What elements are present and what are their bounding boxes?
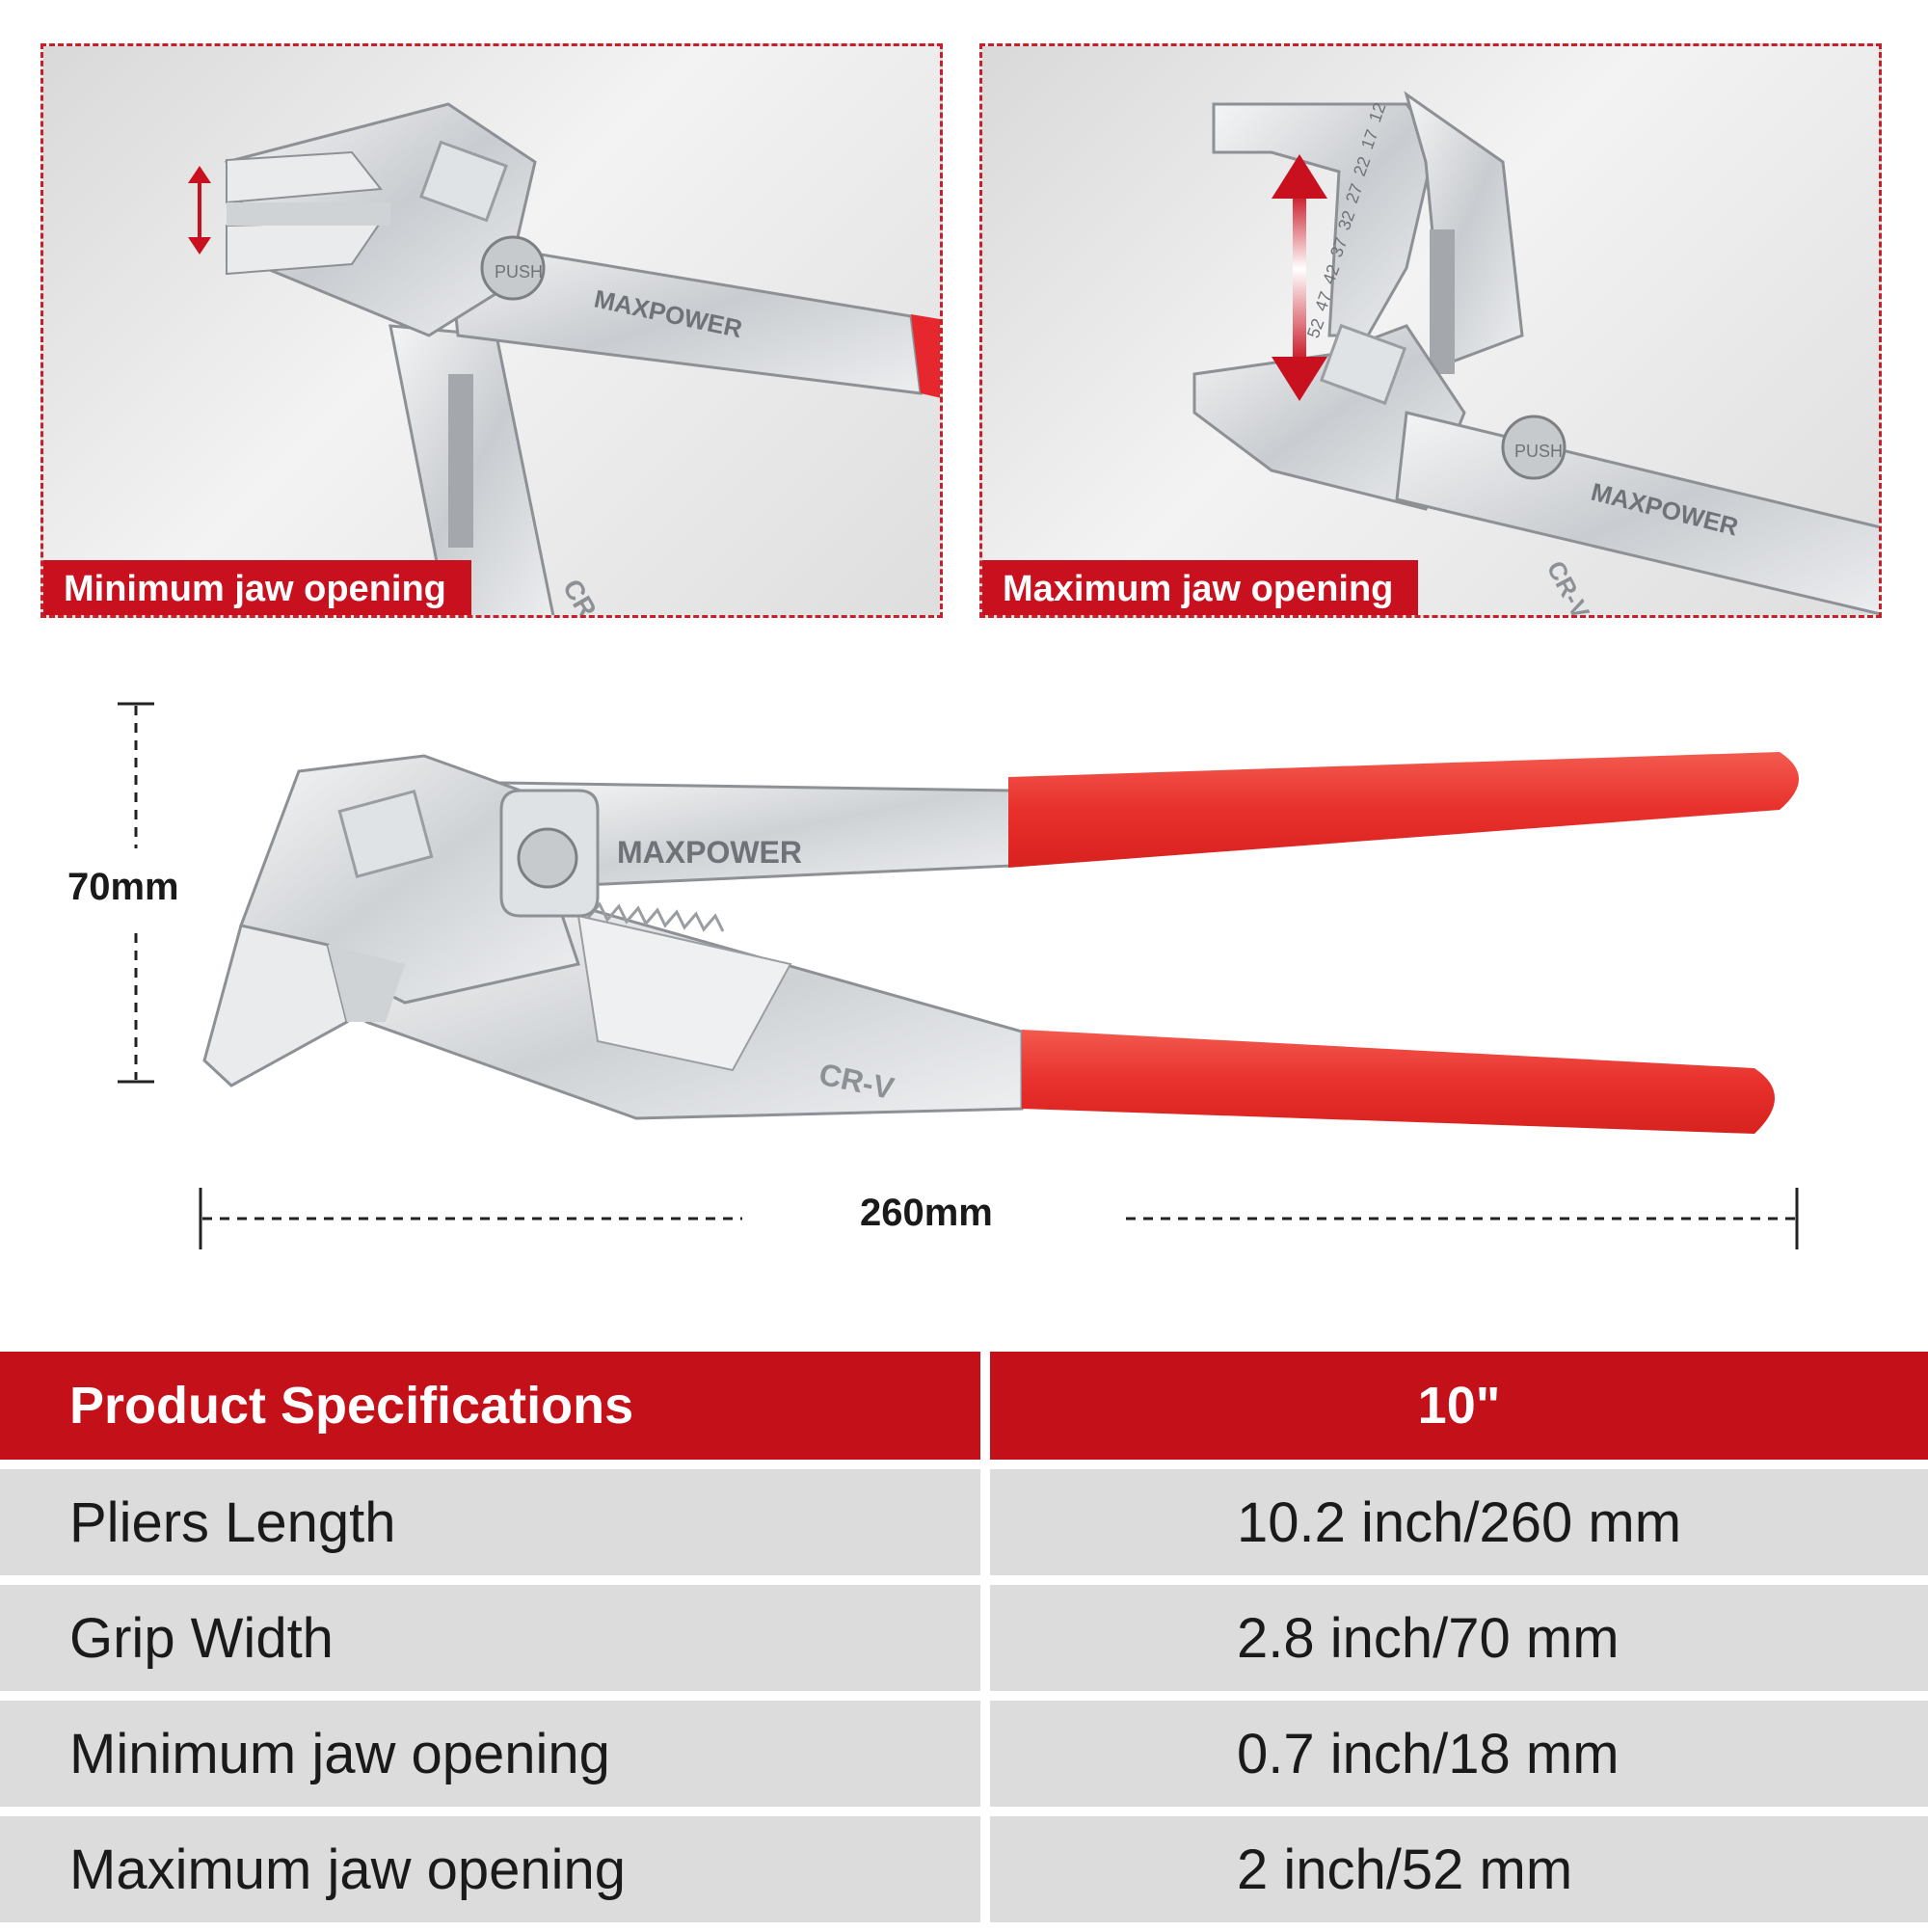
upper-handle-grip <box>1008 752 1799 868</box>
push-marking: PUSH <box>495 262 543 282</box>
spec-label: Grip Width <box>0 1580 990 1701</box>
specifications-table: Product Specifications 10" Pliers Length… <box>0 1352 1928 1932</box>
svg-text:52: 52 <box>1303 316 1328 341</box>
specs-header-size: 10" <box>985 1352 1928 1469</box>
lower-handle-grip <box>1022 1030 1775 1134</box>
length-dimension-line <box>199 1188 1799 1249</box>
height-dimension-line <box>118 702 154 1084</box>
table-row: Pliers Length 10.2 inch/260 mm <box>0 1464 1928 1585</box>
spec-label: Minimum jaw opening <box>0 1696 990 1816</box>
length-dimension-label: 260mm <box>860 1192 993 1234</box>
max-jaw-panel: 12 17 22 27 32 37 42 47 52 MAXPOWER CR-V… <box>979 43 1882 618</box>
table-header-row: Product Specifications 10" <box>0 1352 1928 1469</box>
pliers-closeup-max-image: 12 17 22 27 32 37 42 47 52 MAXPOWER CR-V… <box>1192 91 1879 618</box>
table-row: Minimum jaw opening 0.7 inch/18 mm <box>0 1696 1928 1816</box>
pliers-dimension-image: CR-V MAXPOWER <box>118 702 1799 1249</box>
spec-value: 10.2 inch/260 mm <box>985 1464 1928 1585</box>
spec-value: 2 inch/52 mm <box>985 1811 1928 1932</box>
spec-value: 0.7 inch/18 mm <box>985 1696 1928 1816</box>
min-jaw-label: Minimum jaw opening <box>43 560 471 615</box>
table-row: Maximum jaw opening 2 inch/52 mm <box>0 1811 1928 1932</box>
max-opening-arrow-icon <box>1272 154 1327 401</box>
height-dimension-label: 70mm <box>67 866 179 908</box>
crv-marking: CR-V <box>557 575 616 619</box>
min-jaw-panel: CR-V MAXPOWER PUSH Minimum jaw opening <box>40 43 943 618</box>
min-opening-arrow-icon <box>188 166 211 255</box>
pliers-closeup-min-image: CR-V MAXPOWER PUSH <box>188 102 940 619</box>
crv-marking-max: CR-V <box>1541 556 1596 618</box>
specs-header-label: Product Specifications <box>0 1352 990 1469</box>
push-marking-max: PUSH <box>1514 442 1563 461</box>
size-scale: 12 17 22 27 32 37 42 47 52 <box>1303 100 1390 341</box>
max-jaw-label: Maximum jaw opening <box>982 560 1419 615</box>
spec-label: Maximum jaw opening <box>0 1811 990 1932</box>
spec-label: Pliers Length <box>0 1464 990 1585</box>
spec-value: 2.8 inch/70 mm <box>985 1580 1928 1701</box>
brand-marking-main: MAXPOWER <box>617 835 802 870</box>
table-row: Grip Width 2.8 inch/70 mm <box>0 1580 1928 1701</box>
